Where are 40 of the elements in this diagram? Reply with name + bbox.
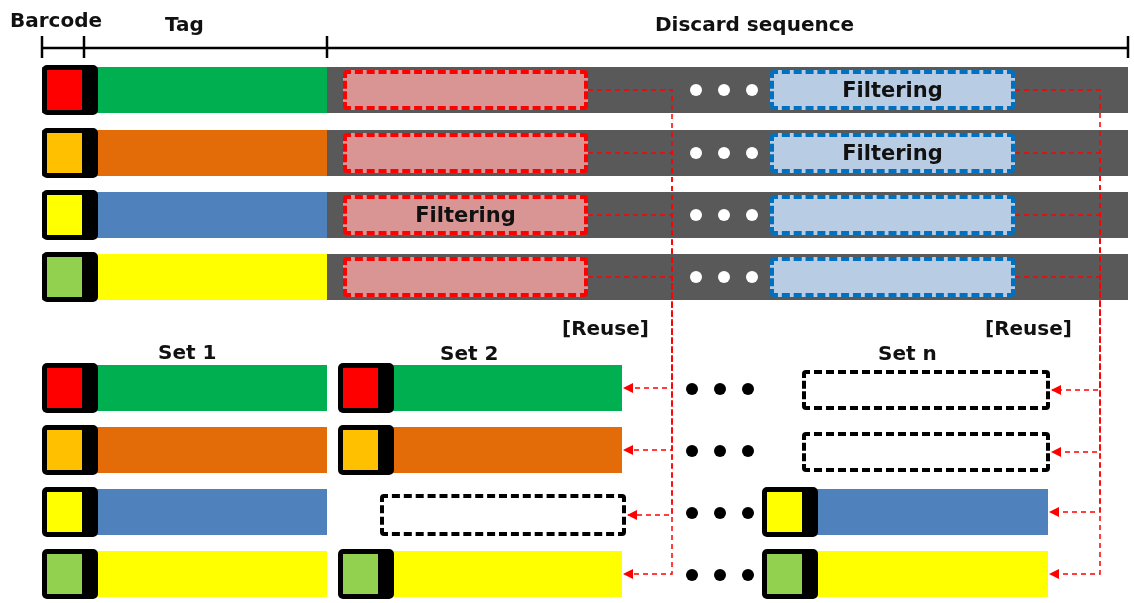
dimension-label: Tag <box>165 12 204 36</box>
empty-slot <box>802 432 1050 472</box>
empty-slot <box>380 494 626 536</box>
filter-region <box>770 195 1015 235</box>
filter-region <box>343 70 588 110</box>
sequence-read-drawing <box>42 551 327 597</box>
arrow <box>1014 276 1101 579</box>
filter-region: Filtering <box>770 70 1015 110</box>
dimension-label: Discard sequence <box>655 12 855 36</box>
set-heading: Set 2 <box>440 341 499 365</box>
sequence-read-drawing <box>42 67 1128 113</box>
arrow <box>587 152 673 455</box>
filter-region <box>343 133 588 173</box>
sequence-read-drawing <box>338 365 622 411</box>
set-heading: Set 1 <box>158 340 217 364</box>
sequence-read-drawing <box>42 192 1128 238</box>
set-heading: Set n <box>878 341 937 365</box>
arrow <box>587 276 673 579</box>
sequence-read-drawing <box>42 365 327 411</box>
sequence-read-drawing <box>762 489 1048 535</box>
empty-slot <box>802 370 1050 410</box>
arrow <box>587 214 673 520</box>
arrow <box>1014 214 1101 517</box>
sequence-read-drawing <box>42 489 327 535</box>
sequence-read-drawing <box>762 551 1048 597</box>
sequence-read-drawing <box>42 427 327 473</box>
sequence-read-drawing <box>42 254 1128 300</box>
reuse-label: [Reuse] <box>562 316 649 340</box>
arrow <box>587 89 673 393</box>
filter-region: Filtering <box>343 195 588 235</box>
filter-region: Filtering <box>770 133 1015 173</box>
sequence-read-drawing <box>338 551 622 597</box>
reuse-label: [Reuse] <box>985 316 1072 340</box>
filter-region <box>770 257 1015 297</box>
arrow <box>1014 89 1101 395</box>
sequence-read-drawing <box>338 427 622 473</box>
dimension-label: Barcode <box>10 8 103 32</box>
sequence-read-drawing <box>42 130 1128 176</box>
arrow <box>1014 152 1101 457</box>
filter-region <box>343 257 588 297</box>
